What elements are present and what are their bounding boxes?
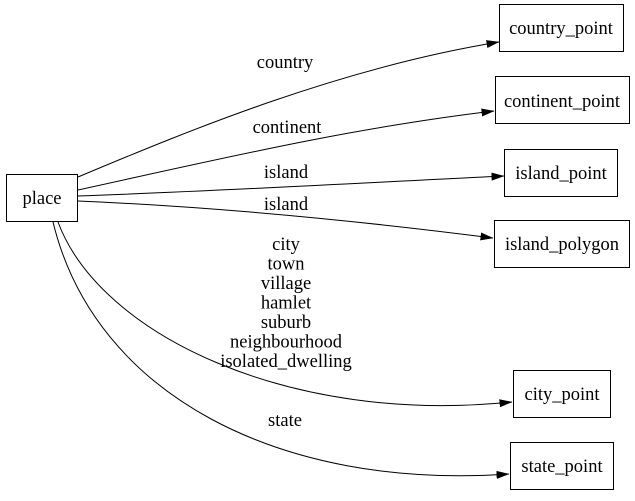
node-city_point: city_point	[513, 370, 611, 418]
edge-label-isolated-dwelling-line: isolated_dwelling	[220, 352, 352, 372]
edge-place-country_point	[77, 40, 500, 178]
edge-label-continent: continent	[253, 118, 323, 138]
node-box-continent-point	[495, 76, 630, 124]
edge-label-village-line: village	[261, 274, 311, 294]
edge-label-city-multiline: city town village hamlet suburb neighbou…	[220, 235, 352, 372]
edges	[52, 40, 513, 479]
edge-place-city_point	[57, 221, 513, 408]
edge-labels: country continent island island city tow…	[220, 53, 352, 431]
node-place: place	[6, 174, 78, 222]
edge-place-island_point	[77, 172, 505, 197]
edge-label-state: state	[268, 411, 302, 431]
edge-place-continent_point	[77, 108, 495, 191]
node-box-country-point	[499, 4, 624, 52]
edge-label-country: country	[257, 53, 314, 73]
edge-label-city-line: city	[272, 235, 300, 255]
edge-place-state_point	[52, 221, 510, 479]
node-box-state-point	[510, 442, 614, 490]
node-label-state-point: state_point	[521, 457, 603, 477]
node-box-city-point	[513, 370, 611, 418]
edge-place-island_polygon	[77, 200, 494, 241]
edge-label-island-polygon: island	[264, 195, 309, 215]
nodes: place country_point continent_point isla…	[6, 4, 630, 490]
node-label-city-point: city_point	[524, 385, 600, 405]
node-country_point: country_point	[499, 4, 624, 52]
node-island_point: island_point	[504, 149, 618, 197]
node-state_point: state_point	[510, 442, 614, 490]
node-label-island-polygon: island_polygon	[505, 235, 619, 255]
edge-label-neighbourhood-line: neighbourhood	[230, 333, 343, 353]
edge-label-suburb-line: suburb	[261, 313, 311, 333]
edge-label-island-point: island	[264, 163, 309, 183]
edge-label-hamlet-line: hamlet	[261, 294, 312, 314]
node-label-continent-point: continent_point	[504, 92, 621, 112]
node-island_polygon: island_polygon	[494, 220, 630, 268]
node-label-island-point: island_point	[515, 164, 607, 184]
node-label-place: place	[22, 189, 61, 209]
node-box-place	[6, 174, 78, 222]
node-box-island-point	[504, 149, 618, 197]
node-continent_point: continent_point	[495, 76, 630, 124]
node-label-country-point: country_point	[509, 19, 614, 39]
node-box-island-polygon	[494, 220, 630, 268]
edge-label-town-line: town	[268, 255, 305, 275]
